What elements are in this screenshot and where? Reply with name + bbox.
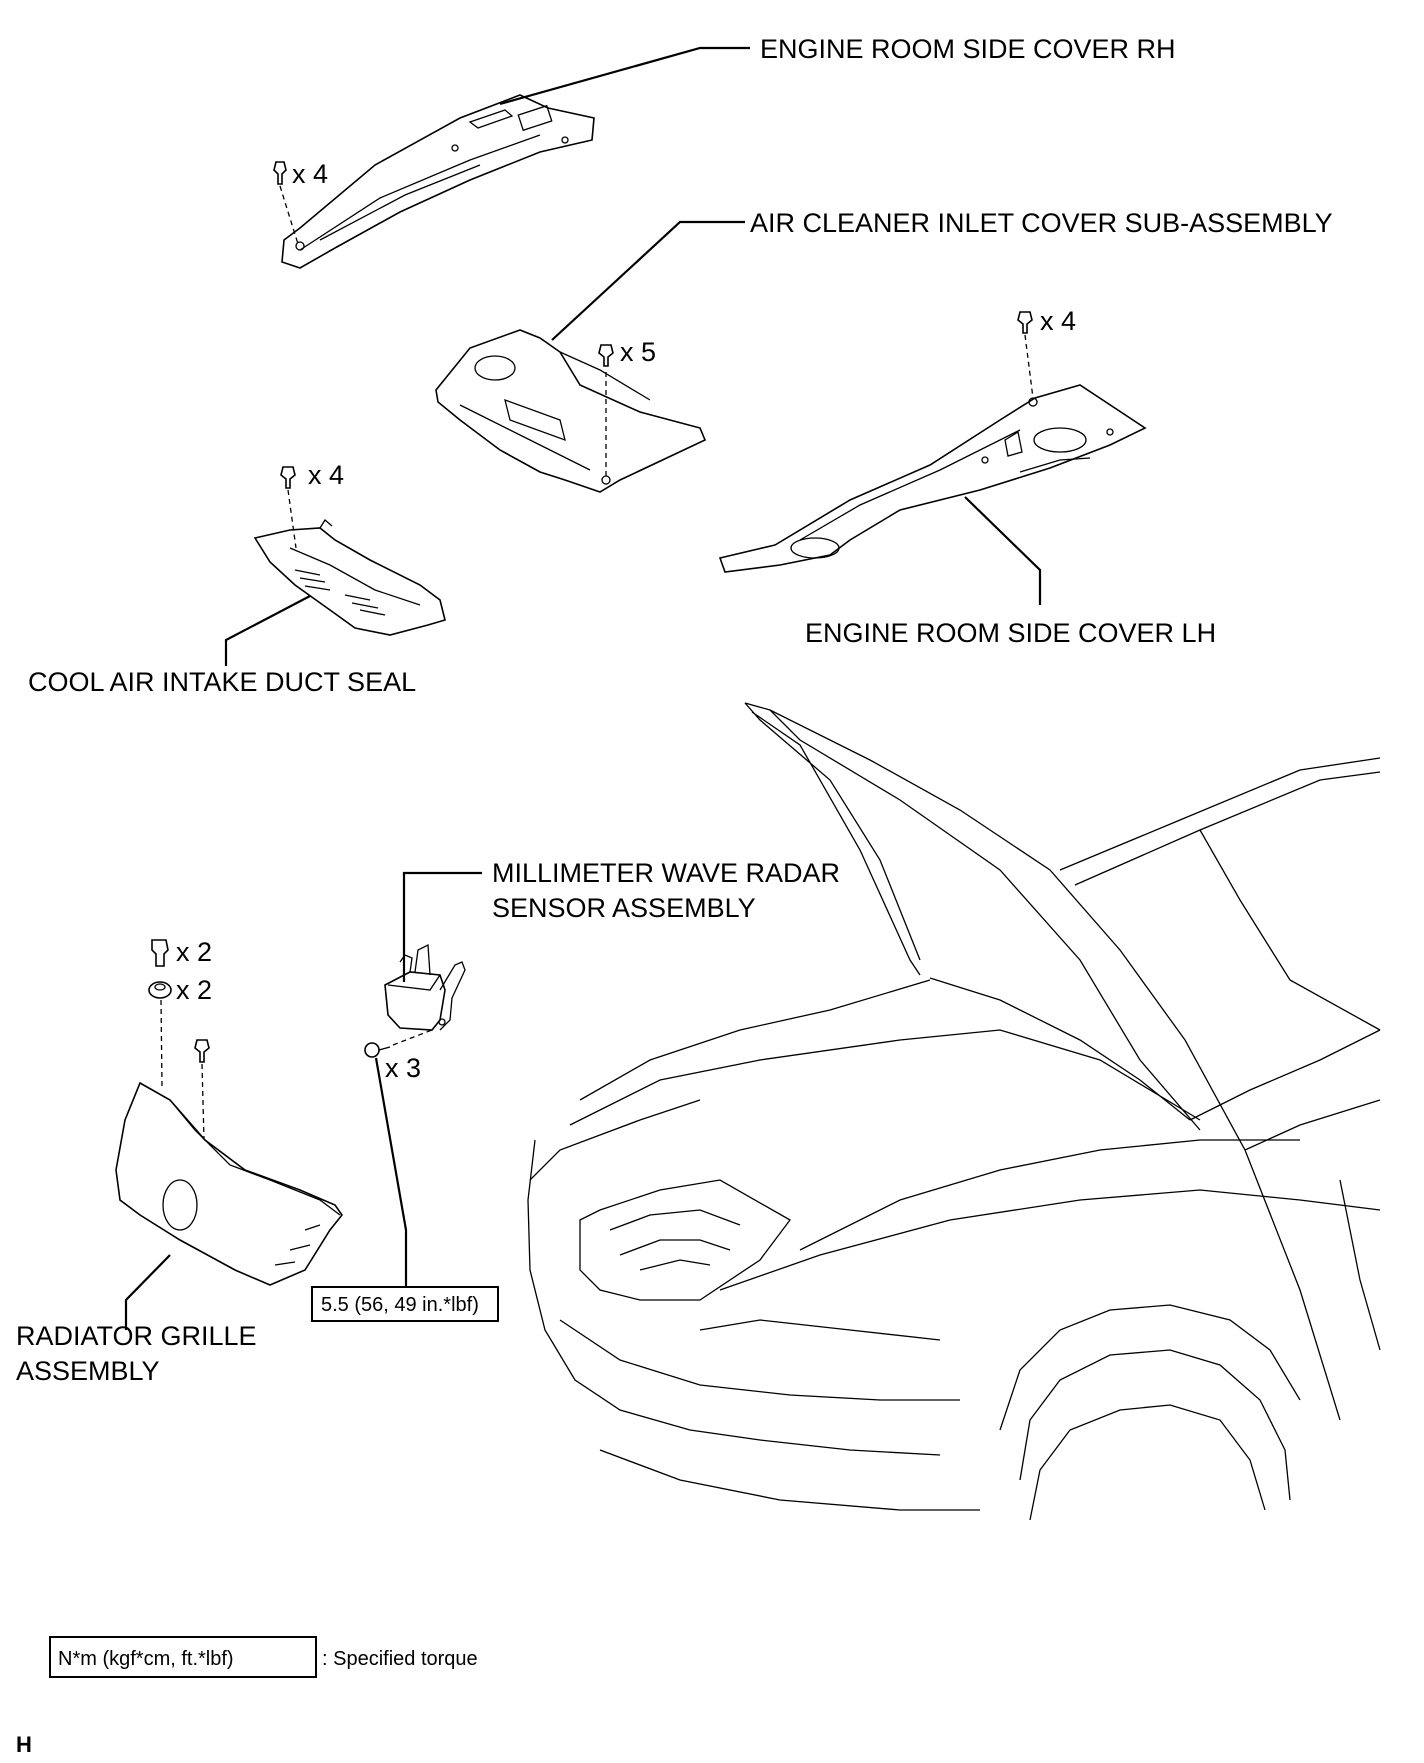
torque-spec-box [311, 1286, 499, 1322]
duct-seal-clip-qty: x 4 [308, 460, 344, 490]
grille-clip-qty-a: x 2 [176, 937, 212, 967]
label-air-cleaner-inlet-cover: AIR CLEANER INLET COVER SUB-ASSEMBLY [750, 208, 1333, 238]
label-radiator-grille-line2: ASSEMBLY [16, 1356, 160, 1386]
radar-bolt-qty: x 3 [385, 1053, 421, 1083]
clip-icon [151, 939, 169, 967]
lh-cover-clip-qty: x 4 [1040, 306, 1076, 336]
legend-torque-desc: : Specified torque [322, 1648, 478, 1670]
clip-icon [280, 466, 296, 489]
bolt-icon [364, 1042, 391, 1058]
label-engine-room-side-cover-lh: ENGINE ROOM SIDE COVER LH [805, 618, 1216, 648]
clip-icon [598, 344, 614, 367]
grille-clip-qty-b: x 2 [176, 975, 212, 1005]
label-cool-air-intake-duct-seal: COOL AIR INTAKE DUCT SEAL [28, 667, 416, 697]
legend-torque-box [49, 1636, 317, 1678]
vehicle-outline [527, 702, 1381, 1521]
rh-cover-clip-qty: x 4 [292, 159, 328, 189]
label-radar-sensor-line2: SENSOR ASSEMBLY [492, 893, 756, 923]
clip-icon [1017, 311, 1033, 334]
clip-icon [273, 161, 287, 185]
engine-room-side-cover-rh [281, 94, 595, 269]
air-cleaner-inlet-cover-sub-assembly [435, 329, 707, 493]
label-radiator-grille-line1: RADIATOR GRILLE [16, 1321, 257, 1351]
legend-torque-unit: N*m (kgf*cm, ft.*lbf) [58, 1648, 234, 1670]
cool-air-intake-duct-seal [253, 519, 446, 636]
label-engine-room-side-cover-rh: ENGINE ROOM SIDE COVER RH [760, 34, 1176, 64]
label-radar-sensor-line1: MILLIMETER WAVE RADAR [492, 858, 840, 888]
inlet-cover-clip-qty: x 5 [620, 337, 656, 367]
clip-icon [194, 1039, 210, 1063]
engine-room-side-cover-lh [718, 384, 1147, 573]
millimeter-wave-radar-sensor-assembly [384, 943, 466, 1031]
grommet-icon [148, 981, 172, 999]
footer-code: H [16, 1732, 32, 1757]
radiator-grille-assembly [115, 1081, 343, 1286]
torque-spec-text: 5.5 (56, 49 in.*lbf) [321, 1294, 479, 1316]
